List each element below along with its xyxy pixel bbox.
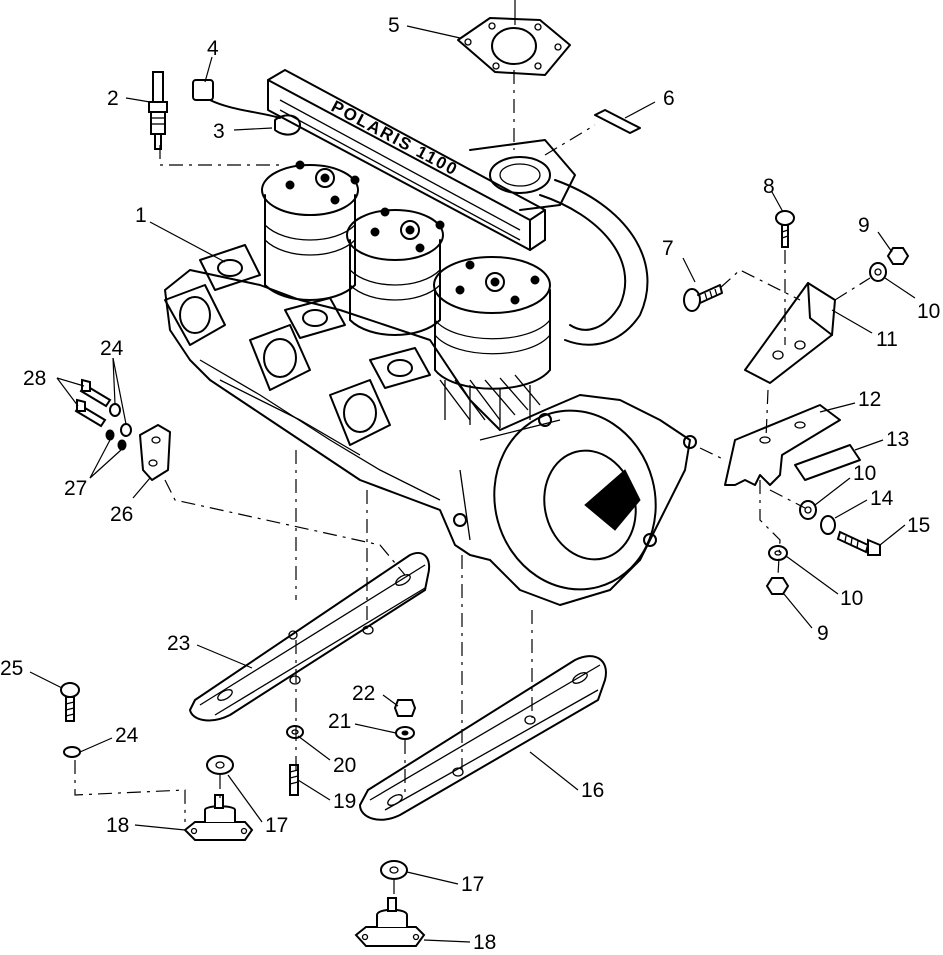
screw-8 — [775, 210, 795, 248]
nut-9-upper — [886, 247, 910, 265]
washer-10-lower — [768, 545, 788, 561]
callout-5: 5 — [388, 14, 400, 37]
callout-24-lower: 24 — [115, 724, 139, 747]
washer-24-lower — [63, 746, 81, 758]
rubber-mount-18-right — [354, 897, 426, 947]
callout-11: 11 — [876, 328, 898, 351]
callouts: 1 2 3 4 5 6 7 8 9 9 10 10 10 11 12 13 14… — [0, 14, 940, 954]
callout-10-bottom: 10 — [840, 587, 863, 610]
washer-17-left — [206, 755, 234, 775]
bolt-15 — [836, 530, 881, 556]
callout-19: 19 — [333, 790, 356, 813]
washers-24-upper — [109, 403, 132, 437]
callout-22: 22 — [352, 682, 375, 705]
callout-15: 15 — [907, 514, 930, 537]
mount-plate-16 — [359, 655, 607, 821]
engine-logo: POLARIS 1100 — [328, 97, 462, 180]
callout-21: 21 — [328, 710, 351, 733]
stud-19 — [289, 764, 299, 796]
assembly-lines — [74, 70, 871, 900]
callout-17-right: 17 — [461, 873, 484, 896]
bracket-11 — [744, 282, 836, 384]
cylinder-2 — [346, 207, 445, 336]
exhaust-pipe — [469, 139, 649, 346]
callout-4: 4 — [207, 37, 219, 60]
bolt-25 — [60, 682, 80, 722]
fasteners-27-28 — [74, 378, 127, 451]
callout-18-right: 18 — [473, 931, 496, 954]
washer-20 — [286, 725, 304, 739]
callout-25: 25 — [0, 657, 23, 680]
part-6-strip — [594, 109, 641, 134]
callout-10-top: 10 — [917, 300, 940, 323]
washer-21 — [395, 726, 415, 740]
mount-plate-23 — [189, 552, 430, 722]
callout-6: 6 — [663, 87, 675, 110]
callout-12: 12 — [858, 388, 881, 411]
callout-17-left: 17 — [265, 814, 288, 837]
callout-3: 3 — [213, 120, 225, 143]
intake-flanges — [164, 284, 391, 446]
bracket-26 — [139, 424, 171, 481]
callout-24-upper: 24 — [100, 337, 124, 360]
leader-lines — [29, 0, 916, 943]
engine-block — [164, 269, 697, 606]
callout-9-top: 9 — [858, 214, 870, 237]
exhaust-gasket — [199, 244, 431, 389]
callout-14: 14 — [870, 487, 894, 510]
callout-8: 8 — [763, 175, 775, 198]
washer-10-middle — [799, 500, 817, 520]
cylinder-1 — [261, 160, 360, 301]
bracket-12 — [724, 404, 841, 486]
washer-10-upper — [869, 262, 887, 282]
callout-26: 26 — [110, 503, 133, 526]
cylinder-3 — [433, 256, 551, 428]
washer-17-right — [380, 860, 408, 880]
callout-2: 2 — [107, 87, 119, 110]
callout-13: 13 — [886, 428, 909, 451]
pad-13 — [794, 444, 861, 481]
callout-7: 7 — [662, 237, 674, 260]
nut-22 — [393, 699, 417, 717]
callout-28: 28 — [23, 367, 46, 390]
nut-9-lower — [765, 577, 790, 595]
callout-10-middle: 10 — [853, 462, 876, 485]
callout-20: 20 — [333, 754, 356, 777]
callout-9-bottom: 9 — [817, 622, 829, 645]
callout-27: 27 — [64, 477, 87, 500]
callout-1: 1 — [135, 204, 147, 227]
lockwasher-14 — [820, 515, 836, 535]
callout-23: 23 — [167, 632, 190, 655]
spark-plug — [148, 71, 168, 150]
bolt-7 — [683, 284, 723, 312]
temp-sensor — [192, 79, 301, 136]
rubber-mount-18-left — [183, 794, 254, 841]
callout-16: 16 — [581, 779, 604, 802]
head-gasket — [457, 17, 571, 76]
callout-18-left: 18 — [106, 814, 129, 837]
